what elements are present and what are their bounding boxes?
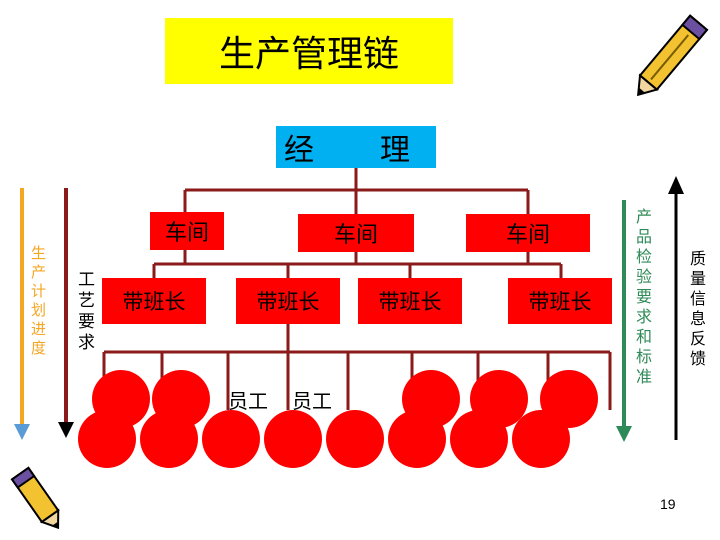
craft-requirement-label: 工艺要求 [74,270,94,354]
foreman-box: 带班长 [508,278,612,324]
employee-node [388,410,446,468]
pencil-icon [637,14,709,97]
employee-node [264,410,322,468]
employee-label: 员工 [292,389,332,413]
inspection-standard-label: 产品检验要求和标准 [633,208,652,388]
workshop-box: 车间 [298,214,414,252]
workshop-box: 车间 [150,212,224,250]
foreman-box: 带班长 [358,278,462,324]
employee-label: 员工 [228,389,268,413]
workshop-box: 车间 [466,214,590,252]
employee-node [78,410,136,468]
employee-node [512,410,570,468]
employee-node [450,410,508,468]
foreman-box: 带班长 [236,278,340,324]
plan-progress-label: 生产计划进度 [29,245,47,359]
pencil-icon [10,466,60,530]
manager-box: 经 理 [276,126,436,168]
foreman-box: 带班长 [102,278,206,324]
quality-feedback-label: 质量信息反馈 [687,250,706,370]
employee-node [326,410,384,468]
page-title: 生产管理链 [165,18,453,84]
page-number: 19 [660,496,676,512]
employee-node [202,410,260,468]
employee-node [140,410,198,468]
